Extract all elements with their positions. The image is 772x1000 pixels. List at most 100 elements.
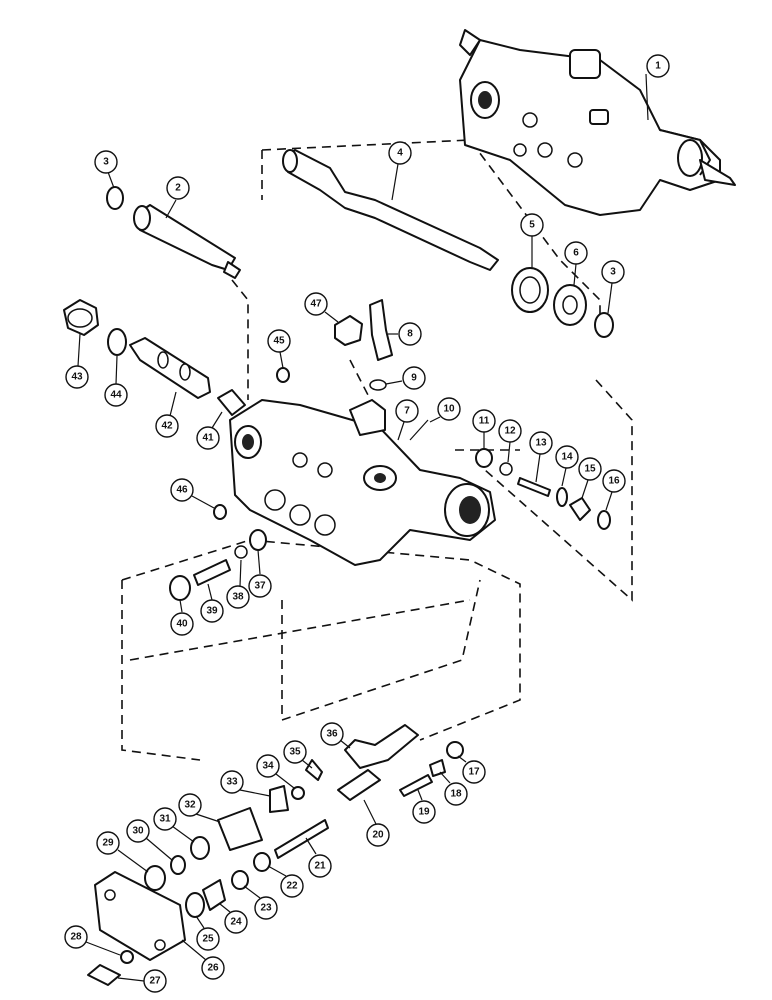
callout-36: 36 xyxy=(320,722,351,749)
callout-3-left: 3 xyxy=(94,150,118,189)
callout-22: 22 xyxy=(267,865,304,898)
callout-33: 33 xyxy=(220,770,271,797)
callout-34: 34 xyxy=(256,754,295,789)
callout-15: 15 xyxy=(578,457,602,499)
callout-1: 1 xyxy=(645,54,670,121)
callout-26: 26 xyxy=(181,939,225,980)
svg-text:19: 19 xyxy=(418,807,430,818)
svg-text:37: 37 xyxy=(254,581,266,592)
callout-23: 23 xyxy=(243,885,278,920)
svg-text:39: 39 xyxy=(206,606,218,617)
svg-text:35: 35 xyxy=(289,747,301,758)
callout-43: 43 xyxy=(65,333,89,389)
callout-25: 25 xyxy=(195,915,220,951)
svg-text:1: 1 xyxy=(655,61,661,72)
callout-19: 19 xyxy=(412,789,436,824)
left-side-parts xyxy=(63,299,246,416)
callout-8: 8 xyxy=(388,322,422,346)
callout-7: 7 xyxy=(395,399,419,441)
svg-text:42: 42 xyxy=(161,421,173,432)
svg-text:43: 43 xyxy=(71,372,83,383)
callout-37: 37 xyxy=(248,549,272,598)
svg-text:47: 47 xyxy=(310,299,322,310)
callout-17: 17 xyxy=(457,755,486,784)
upper-small-parts xyxy=(213,299,429,520)
svg-text:15: 15 xyxy=(584,464,596,475)
callout-18: 18 xyxy=(439,771,468,806)
callout-21: 21 xyxy=(305,837,332,878)
callout-32: 32 xyxy=(178,793,221,823)
callout-20: 20 xyxy=(363,799,390,847)
callout-12: 12 xyxy=(498,419,522,463)
svg-text:36: 36 xyxy=(326,729,338,740)
svg-text:7: 7 xyxy=(404,406,410,417)
svg-text:34: 34 xyxy=(262,761,274,772)
svg-text:40: 40 xyxy=(176,619,188,630)
lower-parts xyxy=(87,724,464,986)
svg-text:18: 18 xyxy=(450,789,462,800)
callout-13: 13 xyxy=(529,431,553,483)
svg-text:3: 3 xyxy=(610,267,616,278)
svg-text:20: 20 xyxy=(372,830,384,841)
callout-35: 35 xyxy=(283,740,313,769)
svg-text:27: 27 xyxy=(149,976,161,987)
callout-5: 5 xyxy=(520,213,544,268)
svg-text:14: 14 xyxy=(561,452,573,463)
right-row-parts xyxy=(475,448,611,530)
valve-assembly xyxy=(459,29,736,216)
svg-text:32: 32 xyxy=(184,800,196,811)
svg-text:13: 13 xyxy=(535,438,547,449)
svg-text:25: 25 xyxy=(202,934,214,945)
callout-11: 11 xyxy=(472,409,496,448)
callout-46: 46 xyxy=(170,478,215,509)
callout-40: 40 xyxy=(170,599,194,636)
callout-30: 30 xyxy=(126,819,173,861)
svg-text:10: 10 xyxy=(443,404,455,415)
svg-text:4: 4 xyxy=(397,148,403,159)
svg-text:11: 11 xyxy=(479,416,490,427)
svg-text:33: 33 xyxy=(226,777,238,788)
svg-text:8: 8 xyxy=(407,329,413,340)
shaft-part-2 xyxy=(133,204,241,279)
svg-text:9: 9 xyxy=(411,373,417,384)
svg-text:12: 12 xyxy=(504,426,516,437)
svg-text:31: 31 xyxy=(159,814,171,825)
dashed-group-outlines xyxy=(121,139,633,761)
svg-text:46: 46 xyxy=(176,485,188,496)
callout-47: 47 xyxy=(304,292,339,323)
svg-text:5: 5 xyxy=(529,220,535,231)
svg-text:44: 44 xyxy=(110,390,122,401)
callout-3-right: 3 xyxy=(601,260,625,314)
svg-text:6: 6 xyxy=(573,248,579,259)
svg-text:24: 24 xyxy=(230,917,242,928)
washers-5-6-3 xyxy=(511,267,614,338)
callout-28: 28 xyxy=(64,925,121,956)
svg-text:16: 16 xyxy=(608,476,620,487)
svg-text:2: 2 xyxy=(175,183,181,194)
callout-9: 9 xyxy=(385,366,426,390)
svg-text:17: 17 xyxy=(468,767,480,778)
svg-text:26: 26 xyxy=(207,963,219,974)
callout-41: 41 xyxy=(196,411,223,450)
callout-24: 24 xyxy=(219,903,248,934)
svg-text:22: 22 xyxy=(286,881,298,892)
callout-31: 31 xyxy=(153,807,195,843)
callout-38: 38 xyxy=(226,559,250,609)
callout-42: 42 xyxy=(155,391,179,438)
callout-6: 6 xyxy=(564,241,588,286)
callout-10: 10 xyxy=(429,397,461,423)
valve-body-part-7 xyxy=(229,399,496,566)
callout-27: 27 xyxy=(117,969,167,993)
left-lower-parts xyxy=(169,529,267,601)
svg-text:45: 45 xyxy=(273,336,285,347)
spool-part-4 xyxy=(282,149,499,271)
snap-ring-3-left xyxy=(106,186,124,210)
svg-text:38: 38 xyxy=(232,592,244,603)
callout-44: 44 xyxy=(104,355,128,407)
svg-text:23: 23 xyxy=(260,903,272,914)
callout-39: 39 xyxy=(200,583,224,623)
callout-14: 14 xyxy=(555,445,579,487)
callout-16: 16 xyxy=(602,469,626,511)
svg-text:28: 28 xyxy=(70,932,82,943)
